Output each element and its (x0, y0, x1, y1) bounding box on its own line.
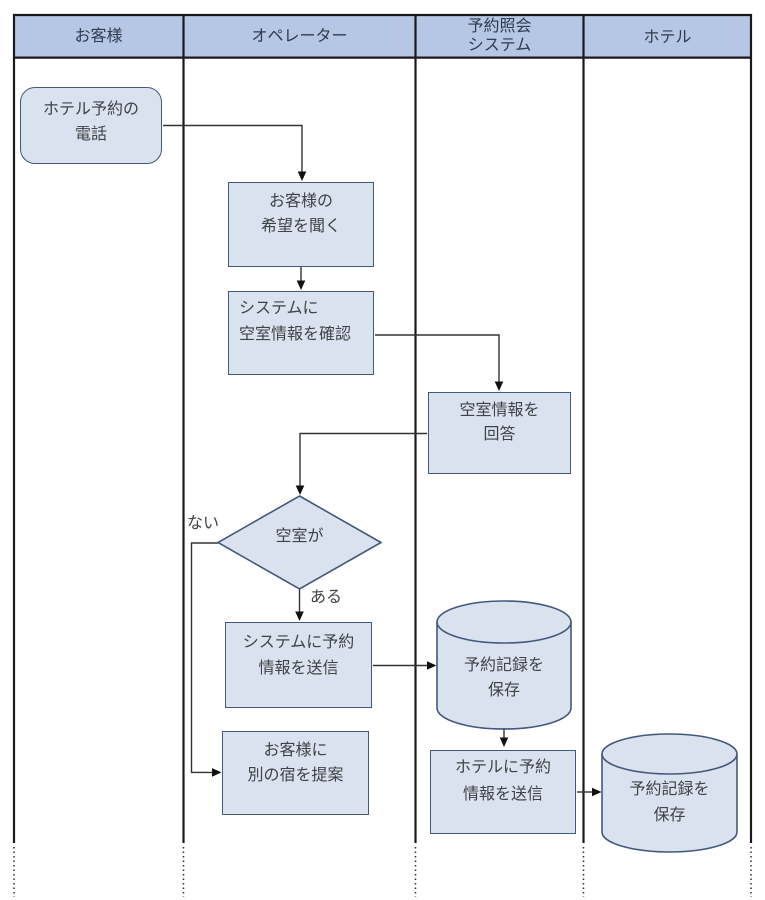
database-cylinder-hotel (601, 733, 738, 853)
edge-start-listen (163, 124, 303, 172)
lane-header-band (14, 14, 751, 58)
arrowhead-decision (295, 485, 305, 495)
node-suggest-label: お客様に 別の宿を提案 (247, 742, 344, 784)
edge-label-yes: ある (310, 589, 343, 606)
connectors (163, 124, 592, 793)
arrowhead-save-htl (592, 787, 602, 797)
node-notify-box (430, 750, 576, 834)
database-cylinder-system (436, 600, 572, 730)
arrowhead-notify (499, 737, 509, 747)
arrowhead-save-sys (427, 661, 437, 670)
node-check-box (228, 291, 374, 375)
edge-label-no: ない (187, 515, 220, 532)
edge-check-reply (375, 334, 500, 382)
node-send-label: システムに予約 情報を送信 (242, 634, 355, 677)
node-send-box (225, 622, 372, 708)
arrowhead-listen (297, 171, 307, 181)
edge-decision-suggest (190, 542, 218, 774)
cylinder-body-system (436, 622, 572, 730)
arrowhead-send (295, 611, 304, 621)
node-reply-label: 空室情報を 回答 (459, 402, 540, 443)
arrowhead-suggest (212, 768, 222, 777)
lane-borders-dotted (13, 847, 752, 897)
edge-reply-decision (299, 432, 427, 486)
node-reply-box (428, 392, 571, 474)
cylinder-top-hotel (601, 733, 738, 775)
lane-header-hotel: ホテル (643, 28, 692, 46)
node-check-label: システムに 空室情報を確認 (239, 300, 352, 343)
node-suggest-box (222, 731, 369, 815)
arrowhead-check (296, 280, 306, 290)
arrowheads (212, 171, 602, 797)
node-notify-label: ホテルに予約 情報を送信 (454, 759, 551, 803)
cylinder-body-hotel (601, 754, 738, 853)
lane-header-customer: お客様 (74, 27, 123, 45)
node-start-label: ホテル予約の 電話 (42, 101, 139, 143)
node-save-htl-label: 予約記録を 保存 (629, 781, 710, 824)
lane-borders (12, 13, 753, 843)
arrowhead-reply (494, 381, 504, 391)
decision-diamond (216, 495, 383, 590)
node-start-terminator (20, 87, 162, 164)
lane-header-operator: オペレーター (251, 27, 348, 45)
lane-header-system: 予約照会 システム (467, 18, 532, 54)
node-listen-box (228, 182, 374, 267)
node-listen-label: お客様の 希望を聞く (260, 193, 341, 235)
node-decision-label: 空室が (275, 528, 324, 545)
cylinder-top-system (436, 600, 572, 644)
node-save-sys-label: 予約記録を 保存 (463, 657, 544, 699)
